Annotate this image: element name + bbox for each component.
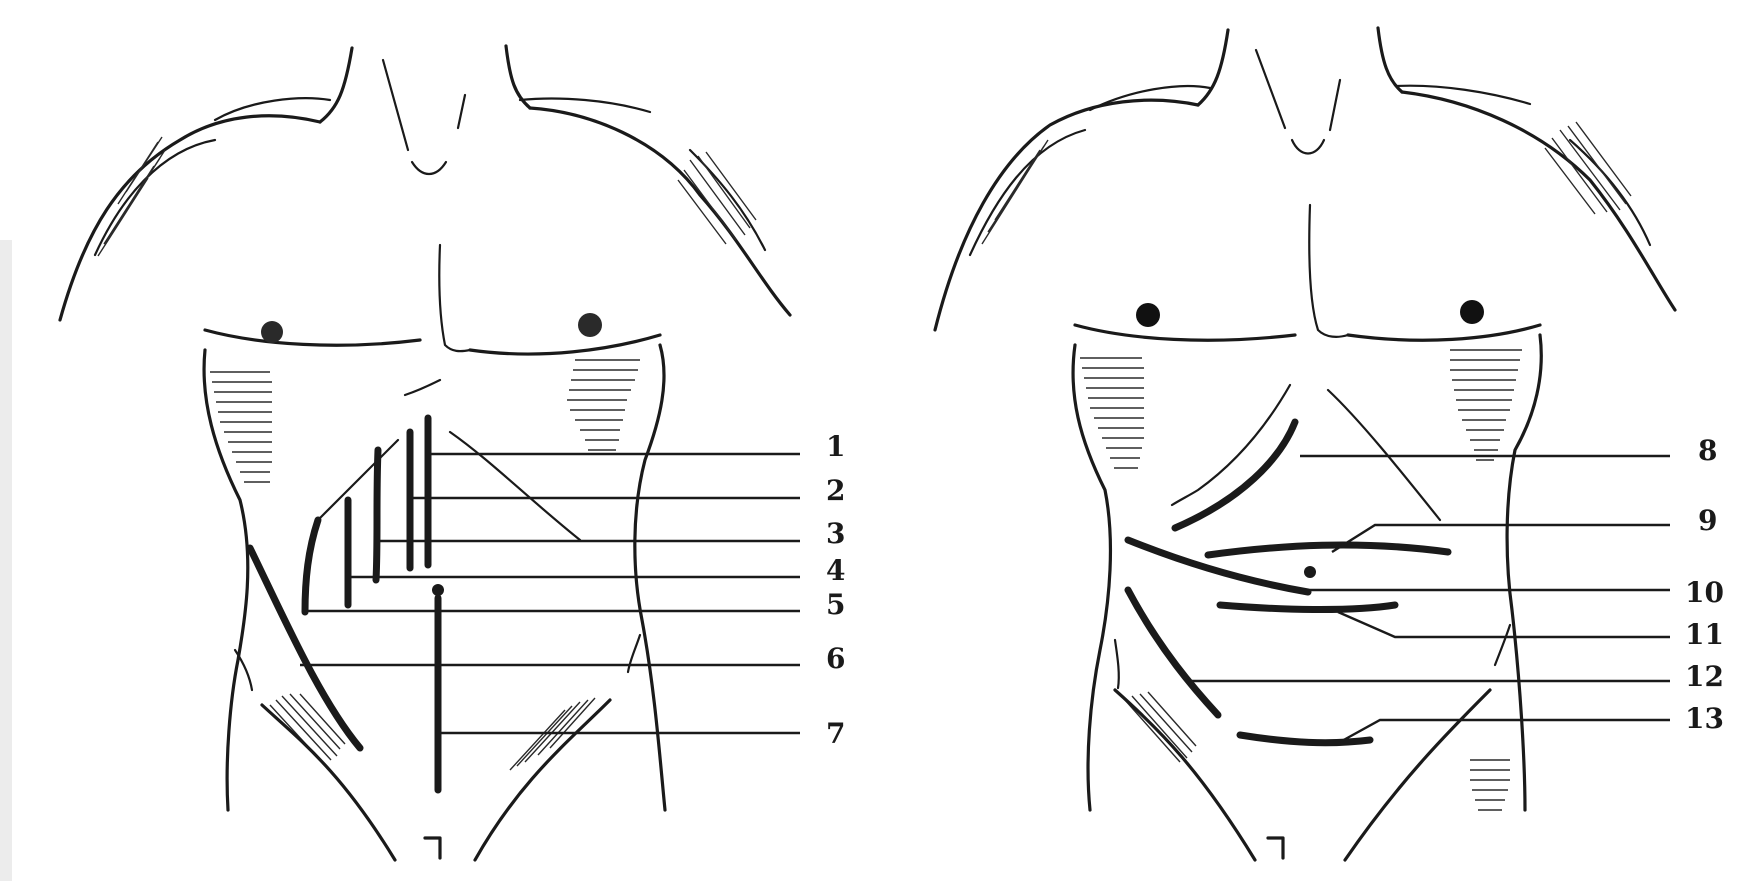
label-11: 11	[1685, 618, 1724, 651]
incision-3	[376, 450, 378, 580]
label-6: 6	[826, 642, 845, 675]
label-1: 1	[826, 430, 845, 463]
label-9: 9	[1698, 504, 1717, 537]
scan-margin-shade	[0, 240, 12, 881]
label-12: 12	[1685, 660, 1724, 693]
right-figure-nipple-left	[1136, 303, 1160, 327]
left-umbilicus	[432, 584, 444, 596]
left-figure-nipple-left	[261, 321, 283, 343]
left-figure-nipple-right	[578, 313, 602, 337]
label-2: 2	[826, 474, 845, 507]
label-4: 4	[826, 554, 845, 587]
right-figure-nipple-right	[1460, 300, 1484, 324]
label-3: 3	[826, 517, 845, 550]
right-umbilicus	[1304, 566, 1316, 578]
label-5: 5	[826, 588, 845, 621]
label-13: 13	[1685, 702, 1724, 735]
label-8: 8	[1698, 434, 1717, 467]
label-7: 7	[826, 717, 845, 750]
label-10: 10	[1685, 576, 1724, 609]
